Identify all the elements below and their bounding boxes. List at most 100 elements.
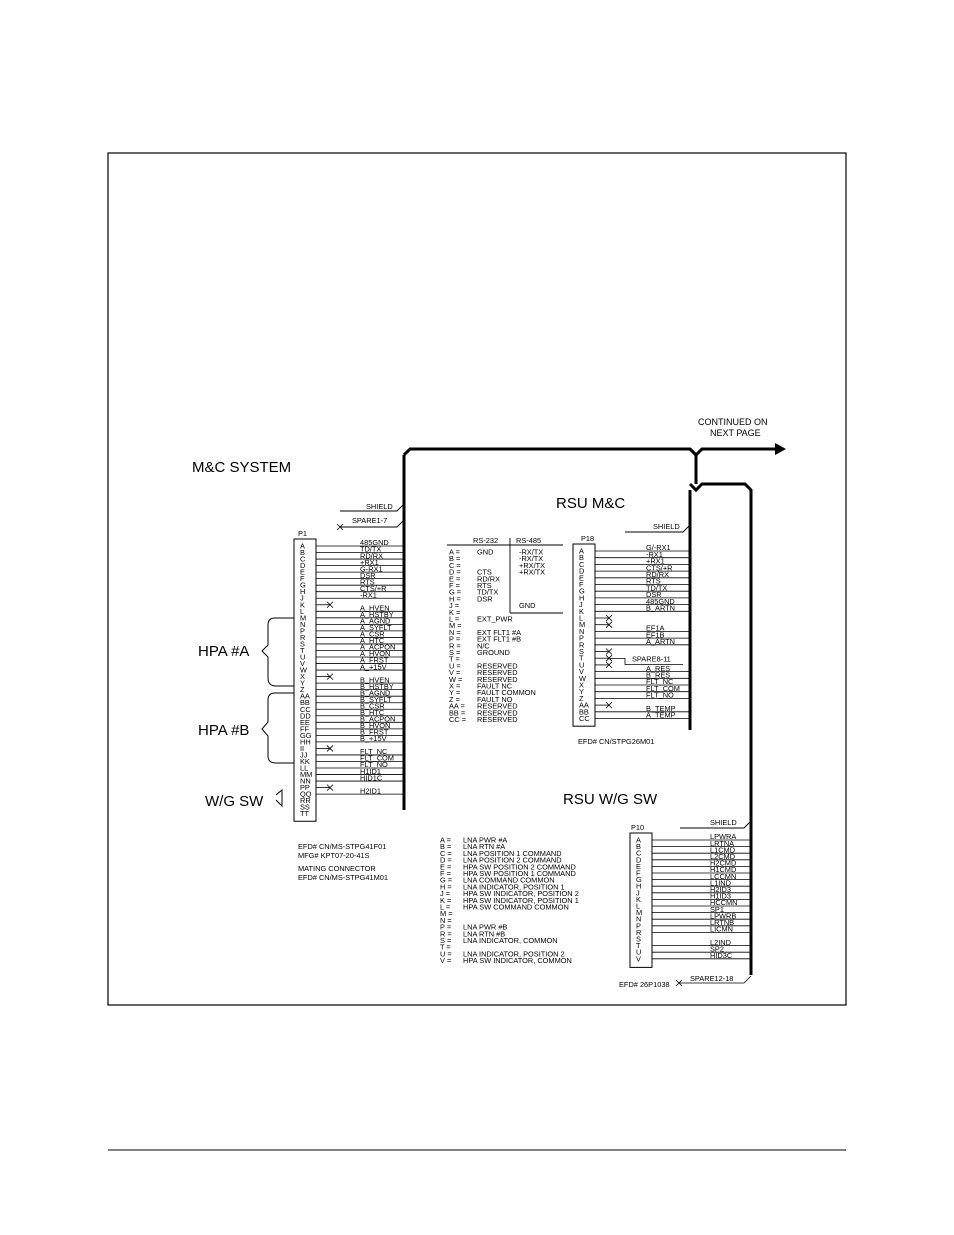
lna-desc-R: LNA RTN #B <box>463 929 505 938</box>
rs232-value-6: TD/TX <box>477 588 498 597</box>
p1-pin-Y: Y <box>300 679 305 688</box>
rs232-value-0: GND <box>477 548 493 557</box>
p1-spare-wire <box>340 519 405 528</box>
rs-pin-U: U = <box>449 661 461 670</box>
p1-pin-DD: DD <box>300 711 311 720</box>
lna-pin-N: N = <box>440 916 452 925</box>
p1-signal-DD: B_HTC <box>360 708 385 717</box>
p10-signal-K: H1ID3 <box>710 892 731 901</box>
p10-shield-wire <box>680 820 752 829</box>
p18-pin-U: U <box>579 660 584 669</box>
p1-pin-LL: LL <box>300 764 308 773</box>
p10-spare-mark <box>675 979 683 987</box>
mc-note-4: EFD# CN/MS-STPG41M01 <box>298 873 388 882</box>
p1-pin-Z: Z <box>300 685 305 694</box>
lna-desc-L: HPA SW COMMAND COMMON <box>463 903 569 912</box>
p18-pin-L: L <box>579 614 583 623</box>
p10-signal-J: H2ID3 <box>710 885 731 894</box>
lna-pin-P: P = <box>440 923 451 932</box>
p1-signal-T: A_ACPON <box>360 643 395 652</box>
p1-pin-FF: FF <box>300 724 310 733</box>
p10-pin-T: T <box>636 941 641 950</box>
rs-lower-value-14: RESERVED <box>477 702 518 711</box>
p1-signal-J: -RX1 <box>360 590 377 599</box>
lna-pin-G: G = <box>440 876 452 885</box>
rs-lower-value-13: FAULT NO <box>477 695 513 704</box>
p10-pin-E: E <box>636 862 641 871</box>
rs-pin-AA: AA = <box>449 702 465 711</box>
rs-pin-C: C = <box>449 561 461 570</box>
p1-pin-M: M <box>300 613 306 622</box>
rs-pin-N: N = <box>449 628 461 637</box>
p10-signal-C: L1CMD <box>710 845 735 854</box>
p10-pin-P: P <box>636 921 641 930</box>
p18-signal-B: -RX1 <box>646 550 663 559</box>
p18-signal-W: B_RES <box>646 671 670 680</box>
rs-lower-value-5: N/C <box>477 641 490 650</box>
p1-pin-A: A <box>300 542 305 551</box>
lna-pin-C: C = <box>440 849 452 858</box>
p18-pin-BB: BB <box>579 707 589 716</box>
p18-signal-Z: FLT_NO <box>646 691 674 700</box>
p18-signal-CC: A_TEMP <box>646 711 676 720</box>
p18-connector-box <box>572 543 596 727</box>
p18-shield-wire <box>625 524 691 533</box>
lna-desc-F: HPA SW POSITION 1 COMMAND <box>463 869 576 878</box>
p10-pin-H: H <box>636 882 641 891</box>
p10-signal-G: LCCMN <box>710 872 736 881</box>
p18-pin-M: M <box>579 620 585 629</box>
rs-pin-M: M = <box>449 621 462 630</box>
p1-pin-E: E <box>300 568 305 577</box>
p1-pin-C: C <box>300 555 306 564</box>
rs-pin-Y: Y = <box>449 688 460 697</box>
p1-nc-mark-PP <box>326 784 334 791</box>
p18-pin-H: H <box>579 593 584 602</box>
p1-signal-M: A_HSTBY <box>360 610 394 619</box>
lna-desc-A: LNA PWR #A <box>463 836 507 845</box>
lna-desc-U: LNA INDICATOR, POSITION 2 <box>463 949 565 958</box>
lna-pin-M: M = <box>440 909 453 918</box>
p18-pin-A: A <box>579 547 584 556</box>
p18-signal-E: RD/RX <box>646 570 669 579</box>
p10-pin-J: J <box>636 888 640 897</box>
p1-pin-II: II <box>300 744 304 753</box>
p1-pin-X: X <box>300 672 305 681</box>
p10-signal-L: HCCMN <box>710 898 738 907</box>
p18-pin-Y: Y <box>579 687 584 696</box>
p1-pin-V: V <box>300 659 305 668</box>
p18-pin-F: F <box>579 580 584 589</box>
p1-pin-T: T <box>300 646 305 655</box>
p1-signal-B: TD/TX <box>360 545 381 554</box>
p1-signal-E: G-RX1 <box>360 564 383 573</box>
p1-shield-wire <box>340 503 405 512</box>
p18-nc-mark-S <box>605 648 613 655</box>
lna-pin-U: U = <box>440 949 452 958</box>
rs485-value-1: -RX/TX <box>519 554 543 563</box>
p1-signal-F: DSR <box>360 571 376 580</box>
p18-nc-mark-U <box>605 661 613 669</box>
rs485-value-8: GND <box>519 601 535 610</box>
p1-pin-NN: NN <box>300 777 311 786</box>
p1-signal-H: CTS/+R <box>360 584 387 593</box>
p18-signal-N: EF1A <box>646 624 665 633</box>
p1-pin-S: S <box>300 639 305 648</box>
p1-signal-HH: B_+15V <box>360 734 387 743</box>
p18-pin-AA: AA <box>579 701 589 710</box>
p1-pin-W: W <box>300 666 307 675</box>
mc-note-1: EFD# CN/MS-STPG41F01 <box>298 842 386 851</box>
main-cable <box>402 443 786 975</box>
rs232-value-3: CTS <box>477 568 492 577</box>
lna-desc-J: HPA SW INDICATOR, POSITION 2 <box>463 889 579 898</box>
p10-signal-N: LPWRB <box>710 911 736 920</box>
p18-signal-C: +RX1 <box>646 557 665 566</box>
hpa-b-label: HPA #B <box>198 722 249 739</box>
p10-pin-L: L <box>636 902 640 911</box>
rs-pin-D: D = <box>449 568 461 577</box>
p10-pin-V: V <box>636 954 641 963</box>
p1-pin-P: P <box>300 626 305 635</box>
p18-signal-D: CTS/+R <box>646 563 673 572</box>
rs-pin-BB: BB = <box>449 708 465 717</box>
p1-pin-JJ: JJ <box>300 750 308 759</box>
p10-pin-N: N <box>636 915 641 924</box>
p1-pin-KK: KK <box>300 757 310 766</box>
